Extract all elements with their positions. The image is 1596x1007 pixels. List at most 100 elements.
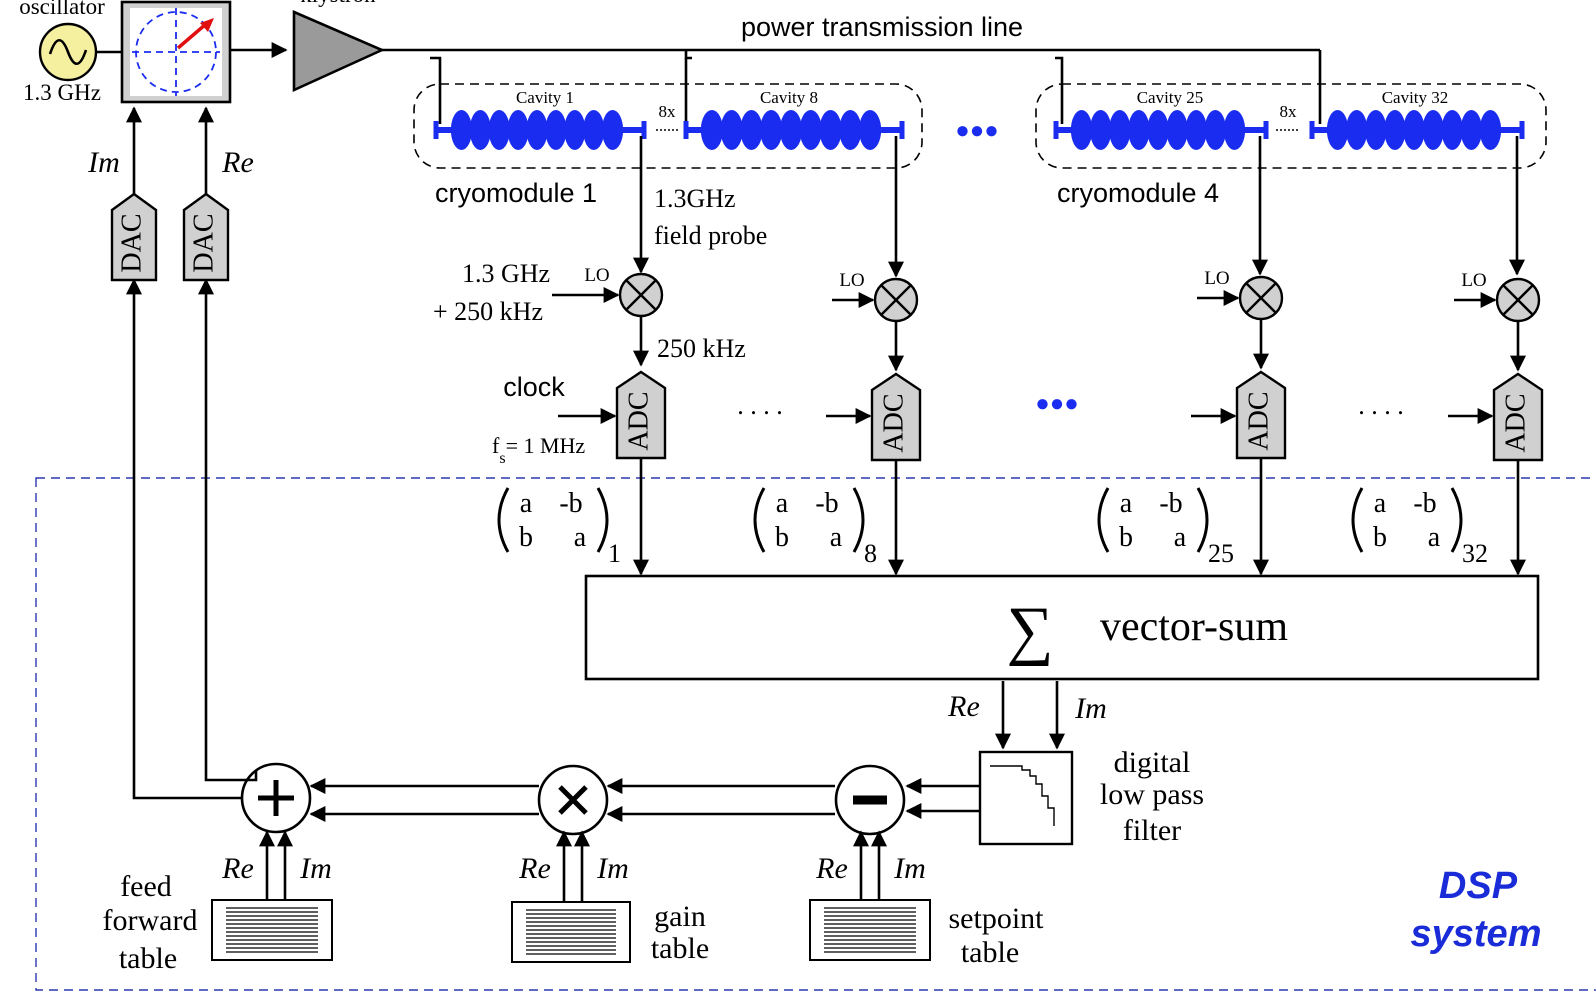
adc-1: ADC xyxy=(615,370,667,460)
setpoint-label-line1: setpoint xyxy=(949,902,1045,935)
svg-text:a: a xyxy=(776,488,789,519)
subtractor-operator xyxy=(834,764,906,836)
gain-label-line2: table xyxy=(651,932,709,965)
lo-label: LO xyxy=(1461,270,1486,291)
dac-im-label: Im xyxy=(87,146,120,179)
svg-text:a: a xyxy=(1174,522,1187,553)
dsp-system-border xyxy=(35,477,1596,991)
mixer-group: LO LO LO LO xyxy=(552,265,1541,372)
feedforward-label-line1: feed xyxy=(120,870,172,903)
black-dots-cm4: . . . . xyxy=(1358,391,1404,420)
mixer-1: LO xyxy=(552,265,664,367)
sum-im-label: Im xyxy=(1074,692,1107,725)
dac-feedback-lines xyxy=(126,278,258,800)
adc-output-lines xyxy=(633,458,1526,576)
cryomodule-4-label: cryomodule 4 xyxy=(1057,178,1219,208)
clock-label: clock xyxy=(503,372,565,402)
cryomodule-4-outline xyxy=(1035,83,1547,169)
matrix-subscript: 32 xyxy=(1462,539,1488,568)
filter-label-line1: digital xyxy=(1114,746,1191,779)
dac-im: DAC xyxy=(110,192,158,282)
cavity-cavity-8 xyxy=(683,110,905,150)
if-frequency-label: 250 kHz xyxy=(657,334,746,363)
vector-sum-block xyxy=(584,574,1540,681)
cavity-label-1: Cavity 1 xyxy=(516,88,574,107)
cavity-label-25: Cavity 25 xyxy=(1137,88,1204,107)
dsp-label-line1: DSP xyxy=(1439,865,1518,907)
multiplier-operator xyxy=(537,764,609,836)
lo-label: LO xyxy=(584,265,609,286)
phasor-arrow-icon xyxy=(176,22,208,50)
power-line-label: power transmission line xyxy=(741,12,1023,42)
mixer-3: LO xyxy=(1197,268,1284,370)
svg-text:a: a xyxy=(574,522,587,553)
sampling-frequency-label: fs= 1 MHz xyxy=(492,433,585,467)
probe-lines xyxy=(633,136,1525,278)
digital-low-pass-filter xyxy=(978,750,1074,846)
table-im-label: Im xyxy=(299,852,332,885)
cavity-group xyxy=(433,110,1525,150)
svg-text:a: a xyxy=(830,522,843,553)
oscillator-frequency: 1.3 GHz xyxy=(23,80,101,105)
feedforward-label-line3: table xyxy=(119,942,177,975)
cavity-cavity-32 xyxy=(1309,110,1525,150)
cryomodule-1-outline xyxy=(413,83,923,169)
table-im-label: Im xyxy=(893,852,926,885)
cavity-label-8: Cavity 8 xyxy=(760,88,818,107)
klystron-label: klystron xyxy=(300,0,376,7)
oscillator-symbol xyxy=(38,22,98,82)
svg-text:-b: -b xyxy=(1159,488,1182,519)
matrix-subscript: 25 xyxy=(1208,539,1234,568)
svg-text:b: b xyxy=(775,522,789,553)
svg-text:b: b xyxy=(1373,522,1387,553)
svg-text:ADC: ADC xyxy=(1500,393,1531,452)
matrix-subscript: 8 xyxy=(864,539,877,568)
svg-text:ADC: ADC xyxy=(878,393,909,452)
lo-input-line2: + 250 kHz xyxy=(433,297,543,326)
svg-text:a: a xyxy=(1428,522,1441,553)
adder-operator xyxy=(240,762,312,834)
svg-text:DAC: DAC xyxy=(188,213,219,272)
dsp-signal-paths xyxy=(309,778,980,822)
sigma-symbol: ∑ xyxy=(1006,594,1053,667)
table-re-label: Re xyxy=(221,852,254,885)
field-probe-label-line2: field probe xyxy=(654,221,767,250)
table-im-label: Im xyxy=(596,852,629,885)
table-re-label: Re xyxy=(815,852,848,885)
svg-text:a: a xyxy=(520,488,533,519)
setpoint-label-line2: table xyxy=(961,936,1019,969)
black-dots-cm1: . . . . xyxy=(737,391,783,420)
blue-dots-cryomodules: ●●● xyxy=(955,117,999,144)
svg-text:ADC: ADC xyxy=(1243,391,1274,450)
vector-modulator xyxy=(120,0,232,104)
gain-table: Re Im xyxy=(511,830,631,963)
blue-dots-adcs: ●●● xyxy=(1035,390,1079,417)
dac-group: DAC DAC xyxy=(110,192,230,282)
svg-text:b: b xyxy=(1119,522,1133,553)
cavity-cavity-1 xyxy=(433,110,647,150)
lo-label: LO xyxy=(839,270,864,291)
klystron-amplifier-icon xyxy=(292,10,386,93)
svg-text:-b: -b xyxy=(1413,488,1436,519)
setpoint-table: Re Im xyxy=(809,830,931,961)
multiplier-label-1: 8x xyxy=(659,102,677,121)
svg-text:a: a xyxy=(1374,488,1387,519)
filter-label-line2: low pass xyxy=(1100,778,1204,811)
cryomodule-1-label: cryomodule 1 xyxy=(435,178,597,208)
svg-text:ADC: ADC xyxy=(623,391,654,450)
vector-sum-label: vector-sum xyxy=(1100,604,1288,650)
dac-re-label: Re xyxy=(221,146,254,179)
gain-label-line1: gain xyxy=(654,900,706,933)
lo-label: LO xyxy=(1204,268,1229,289)
sum-re-label: Re xyxy=(947,690,980,723)
table-re-label: Re xyxy=(518,852,551,885)
cavity-cavity-25 xyxy=(1053,110,1269,150)
lo-input-line1: 1.3 GHz xyxy=(462,259,550,288)
adc-3: ADC xyxy=(1235,370,1287,460)
adc-4: ADC xyxy=(1492,372,1544,462)
